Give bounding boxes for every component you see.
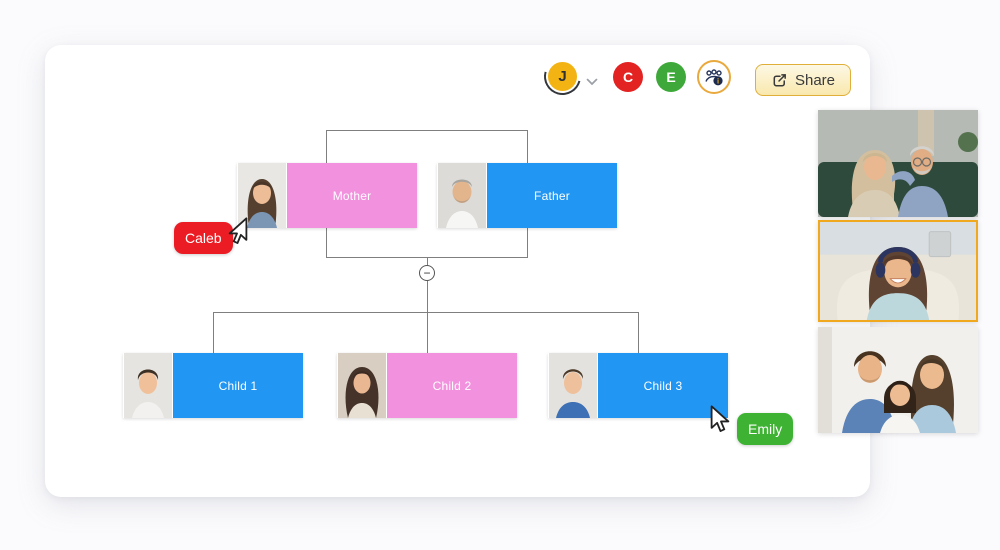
tree-node-father[interactable]: Father [437, 163, 617, 228]
child-2-label: Child 2 [387, 353, 517, 418]
share-button[interactable]: Share [755, 64, 851, 96]
father-label: Father [487, 163, 617, 228]
cursor-icon-caleb [226, 217, 250, 251]
avatar-initial: C [622, 69, 634, 85]
tree-node-child-3[interactable]: Child 3 [548, 353, 728, 418]
collapse-toggle[interactable]: − [419, 265, 435, 281]
mother-photo [237, 163, 287, 228]
svg-text:i: i [717, 76, 719, 85]
video-participant-woman-headset[interactable] [818, 220, 978, 322]
cursor-label-emily: Emily [737, 413, 794, 445]
mother-label: Mother [287, 163, 417, 228]
share-label: Share [794, 71, 836, 89]
connector-line [638, 312, 639, 353]
tree-node-child-2[interactable]: Child 2 [337, 353, 517, 418]
child-2-photo [337, 353, 387, 418]
connector-line [427, 312, 428, 353]
collaborator-avatar-e[interactable]: E [656, 62, 686, 92]
collaborator-avatar-c[interactable]: C [613, 62, 643, 92]
video-participant-grandparents[interactable] [818, 110, 978, 217]
father-photo [437, 163, 487, 228]
child-1-label: Child 1 [173, 353, 303, 418]
people-info-icon[interactable]: i [697, 60, 731, 94]
child-3-label: Child 3 [598, 353, 728, 418]
share-icon [771, 72, 788, 89]
connector-line [213, 312, 214, 353]
chevron-down-icon[interactable] [586, 73, 598, 86]
child-3-photo [548, 353, 598, 418]
avatar-initial: E [666, 69, 676, 85]
current-user-avatar[interactable]: J [546, 60, 579, 93]
cursor-label-caleb: Caleb [174, 222, 233, 254]
cursor-icon-emily [708, 405, 732, 439]
avatar-initial: J [558, 68, 567, 85]
tree-node-mother[interactable]: Mother [237, 163, 417, 228]
toolbar: J C E i [45, 45, 870, 105]
child-1-photo [123, 353, 173, 418]
connector-line [427, 258, 428, 312]
video-participant-family[interactable] [818, 327, 978, 433]
connector-line [213, 312, 639, 313]
whiteboard-card: J C E i [45, 45, 870, 497]
tree-node-child-1[interactable]: Child 1 [123, 353, 303, 418]
